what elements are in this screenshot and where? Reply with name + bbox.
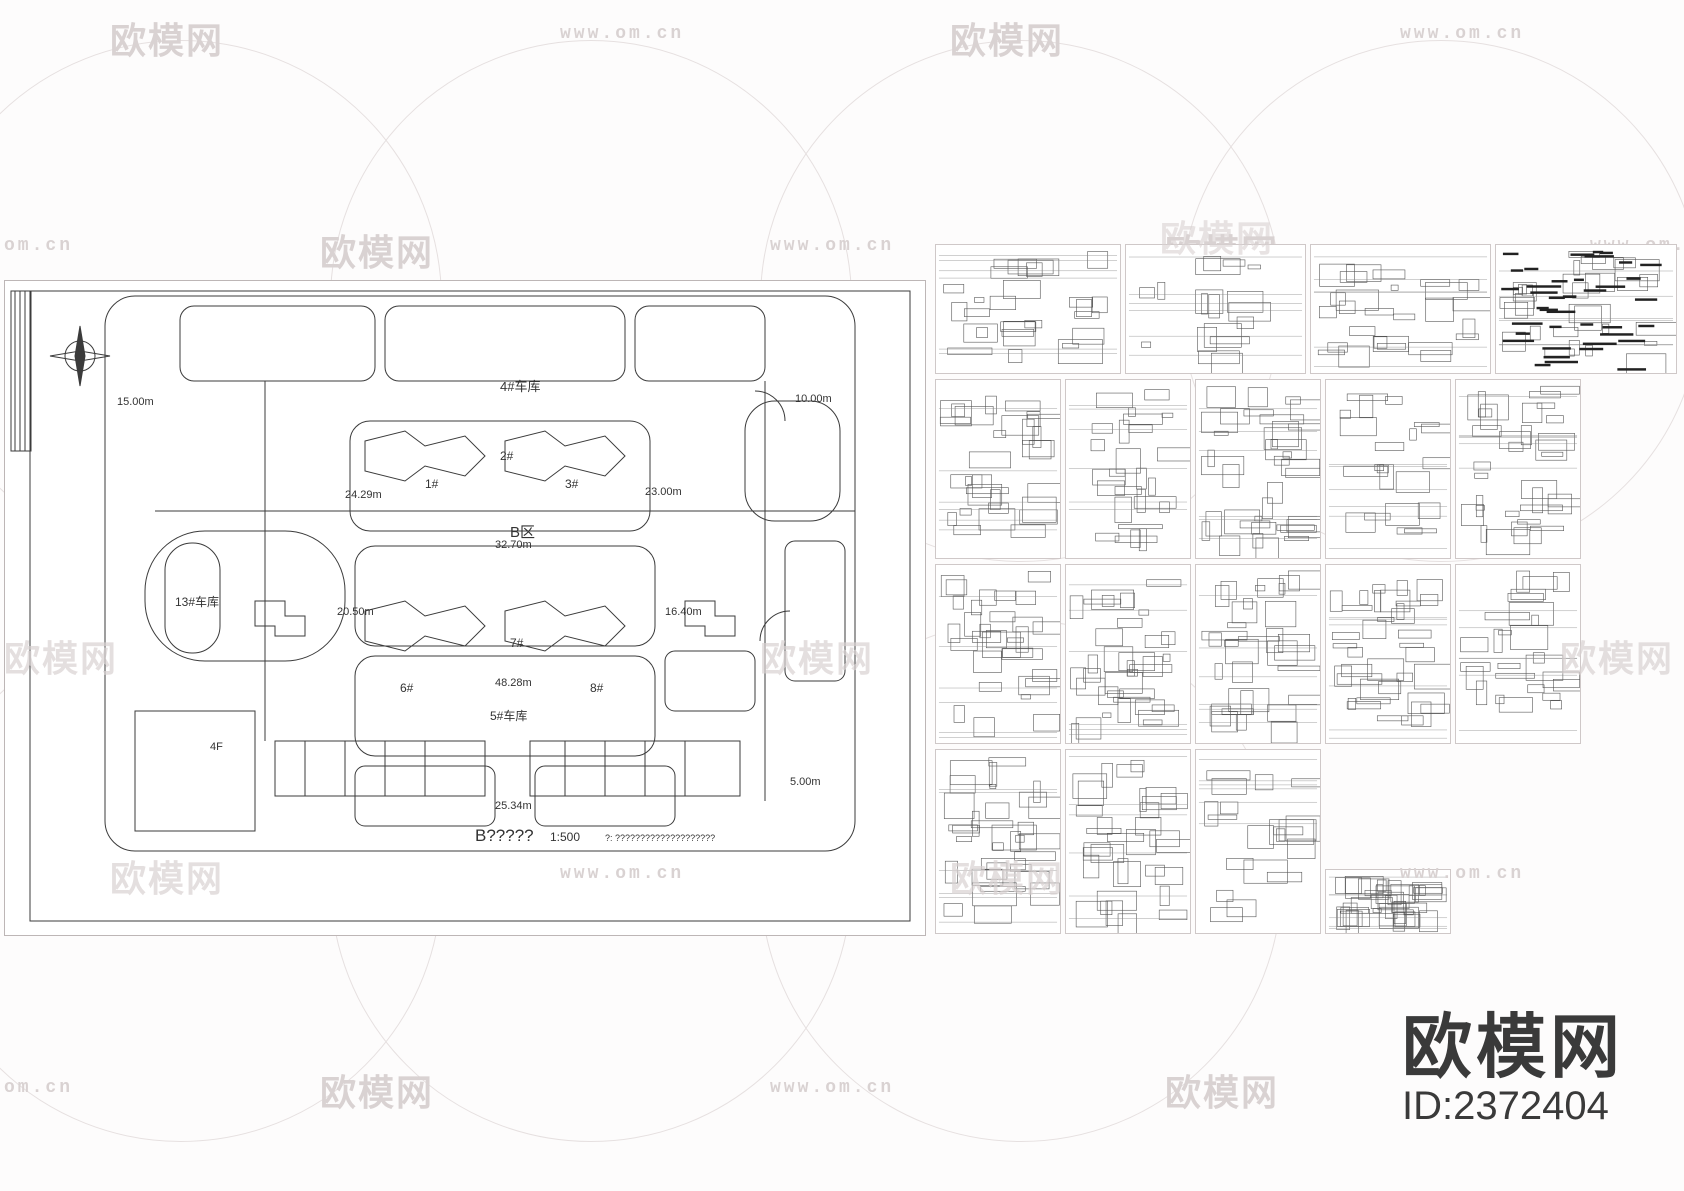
drawing-sheet-thumbnail bbox=[1495, 244, 1677, 374]
dimension-label: 15.00m bbox=[117, 396, 154, 408]
drawing-sheet-thumbnail bbox=[1065, 564, 1191, 744]
dimension-label: 25.34m bbox=[495, 800, 532, 812]
watermark-logo: 欧模网 bbox=[1560, 638, 1675, 679]
plan-note: ?: ???????????????????? bbox=[605, 833, 716, 843]
watermark-url: www.om.cn bbox=[770, 1078, 895, 1098]
building-label: 3# bbox=[565, 477, 579, 491]
watermark-logo: 欧模网 bbox=[1165, 1072, 1280, 1113]
watermark-logo: 欧模网 bbox=[110, 858, 225, 899]
drawing-sheet-thumbnail bbox=[1195, 749, 1321, 934]
watermark-url: www.om.cn bbox=[560, 864, 685, 884]
drawing-sheet-thumbnail bbox=[1455, 564, 1581, 744]
watermark-logo: 欧模网 bbox=[320, 1072, 435, 1113]
drawing-sheet-grid bbox=[935, 244, 1681, 934]
compass-icon bbox=[49, 325, 111, 387]
watermark-logo: 欧模网 bbox=[950, 20, 1065, 61]
watermark-logo: 欧模网 bbox=[760, 638, 875, 679]
watermark-logo: 欧模网 bbox=[320, 232, 435, 273]
watermark-url: www.om.cn bbox=[770, 236, 895, 256]
dimension-label: 20.50m bbox=[337, 606, 374, 618]
floor-label: 4F bbox=[210, 741, 223, 753]
zone-label: B区 bbox=[510, 524, 536, 541]
watermark-url: www.om.cn bbox=[560, 24, 685, 44]
building-label: 6# bbox=[400, 681, 414, 695]
drawing-sheet-thumbnail bbox=[1455, 379, 1581, 559]
watermark-logo: 欧模网 bbox=[4, 638, 119, 679]
dimension-label: 16.40m bbox=[665, 606, 702, 618]
drawing-sheet-thumbnail bbox=[1065, 379, 1191, 559]
watermark-url: om.cn bbox=[4, 1078, 74, 1098]
drawing-sheet-thumbnail bbox=[935, 244, 1121, 374]
plan-title: B????? bbox=[475, 826, 534, 845]
building-label: 7# bbox=[510, 636, 524, 650]
garage-label: 4#车库 bbox=[500, 379, 541, 394]
drawing-sheet-thumbnail bbox=[1325, 379, 1451, 559]
drawing-sheet-thumbnail bbox=[935, 564, 1061, 744]
drawing-sheet-thumbnail bbox=[1325, 564, 1451, 744]
brand-name: 欧模网 bbox=[1402, 1006, 1624, 1088]
plan-scale: 1:500 bbox=[550, 830, 581, 844]
garage-label: 5#车库 bbox=[490, 709, 528, 723]
site-plan: 4#车库 B区 1# 2# 3# 6# 7# 8# 5#车库 13#车库 15.… bbox=[4, 280, 926, 936]
dimension-label: 48.28m bbox=[495, 677, 532, 689]
dimension-label: 10.00m bbox=[795, 393, 832, 405]
watermark-url: www.om.cn bbox=[1400, 24, 1525, 44]
watermark-url: www.om.cn bbox=[1400, 864, 1525, 884]
drawing-sheet-thumbnail bbox=[1195, 379, 1321, 559]
drawing-sheet-thumbnail bbox=[935, 379, 1061, 559]
dimension-label: 24.29m bbox=[345, 489, 382, 501]
watermark-url: om.cn bbox=[4, 236, 74, 256]
watermark-logo: 欧模网 bbox=[1160, 218, 1275, 259]
building-label: 1# bbox=[425, 477, 439, 491]
drawing-sheet-thumbnail bbox=[1195, 564, 1321, 744]
drawing-sheet-thumbnail bbox=[1125, 244, 1306, 374]
building-label: 2# bbox=[500, 449, 514, 463]
drawing-sheet-thumbnail bbox=[935, 749, 1061, 934]
watermark-logo: 欧模网 bbox=[950, 858, 1065, 899]
brand-block: 欧模网 ID:2372404 bbox=[1402, 1012, 1624, 1130]
dimension-label: 32.70m bbox=[495, 539, 532, 551]
building-label: 8# bbox=[590, 681, 604, 695]
drawing-sheet-thumbnail bbox=[1065, 749, 1191, 934]
site-plan-drawing bbox=[10, 290, 911, 922]
drawing-sheet-thumbnail bbox=[1325, 869, 1451, 934]
watermark-logo: 欧模网 bbox=[110, 20, 225, 61]
drawing-sheet-thumbnail bbox=[1310, 244, 1491, 374]
dimension-label: 5.00m bbox=[790, 776, 821, 788]
dimension-label: 23.00m bbox=[645, 486, 682, 498]
brand-id: ID:2372404 bbox=[1402, 1084, 1609, 1128]
garage-label: 13#车库 bbox=[175, 595, 220, 609]
